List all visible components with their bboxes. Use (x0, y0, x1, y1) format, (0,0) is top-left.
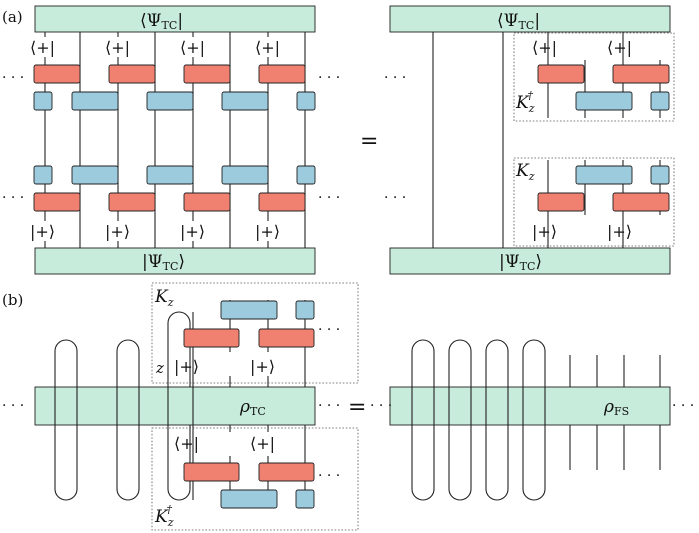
ket-plus-labels: |+⟩ |+⟩ |+⟩ |+⟩ (30, 222, 280, 241)
ellipsis-right-panel-bottom: · · · (384, 190, 406, 206)
ellipsis-b-right-right: · · · (672, 398, 694, 414)
upper-red-gates (33, 64, 306, 84)
ellipsis-right-panel-top: · · · (384, 70, 406, 86)
kz-dagger-box-b (151, 427, 359, 531)
bra-plus-right-1: ⟨+| (532, 38, 557, 57)
top-psi-band (34, 5, 316, 33)
bottom-psi-label: |ΨTC⟩ (142, 252, 185, 273)
bottom-psi-band (34, 247, 316, 275)
kz-label: Kz (515, 161, 535, 183)
upper-blue-gates (33, 91, 316, 111)
panel-b-label: (b) (2, 291, 23, 309)
ellipsis-b-lower: · · · (318, 468, 340, 484)
ellipsis-b-mid: · · · (318, 398, 340, 414)
kz-dagger-label: Kz† (515, 89, 535, 115)
svg-text:|+⟩: |+⟩ (30, 222, 55, 241)
top-psi-band-right (389, 5, 671, 33)
ellipsis-b-right-left: · · · (370, 398, 392, 414)
kz-dagger-label-b: Kz† (154, 503, 174, 529)
bra-plus-right-2: ⟨+| (607, 38, 632, 57)
z-label: z (155, 359, 164, 377)
bra-plus-b-2: ⟨+| (250, 434, 275, 453)
rho-fs-label: ρFS (603, 397, 629, 418)
ellipsis-right-bottom: · · · (318, 190, 340, 206)
equals-sign-a: = (360, 129, 378, 154)
ket-plus-right-2: |+⟩ (607, 222, 632, 241)
bra-plus-labels: ⟨+| ⟨+| ⟨+| ⟨+| (30, 38, 280, 57)
svg-text:⟨+|: ⟨+| (30, 38, 55, 57)
panel-b-left: (b) (2, 282, 359, 531)
svg-text:⟨+|: ⟨+| (105, 38, 130, 57)
svg-text:|+⟩: |+⟩ (105, 222, 130, 241)
ket-plus-b-2: |+⟩ (250, 357, 275, 376)
ket-plus-b-1: |+⟩ (174, 357, 199, 376)
ellipsis-left-top: · · · (2, 70, 24, 86)
svg-text:⟨+|: ⟨+| (255, 38, 280, 57)
bra-plus-b-1: ⟨+| (174, 434, 199, 453)
panel-b-right: ρFS · · · · · · (370, 339, 694, 501)
rho-fs-band (389, 386, 671, 426)
left-wires (44, 30, 306, 250)
panel-a-right: ⟨ΨTC| |ΨTC⟩ ⟨+| ⟨+| |+⟩ |+⟩ Kz† Kz · · ·… (384, 5, 675, 275)
rho-tc-band (34, 386, 316, 426)
svg-text:|+⟩: |+⟩ (180, 222, 205, 241)
ellipsis-b-upper: · · · (318, 322, 340, 338)
panel-a-label: (a) (2, 8, 23, 26)
ket-plus-right-1: |+⟩ (532, 222, 557, 241)
svg-text:|+⟩: |+⟩ (255, 222, 280, 241)
top-psi-label-right: ⟨ΨTC| (497, 11, 540, 32)
kz-label-b: Kz (154, 287, 174, 309)
equals-sign-b: = (348, 395, 366, 420)
lower-red-gates (33, 192, 306, 212)
ellipsis-left-bottom: · · · (2, 190, 24, 206)
kz-box-b (151, 282, 359, 384)
panel-a-left: (a) ⟨ΨTC| |ΨTC⟩ ⟨+| ⟨+| ⟨+| ⟨+| |+⟩ |+⟩ … (2, 5, 340, 275)
ellipsis-right-top: · · · (318, 70, 340, 86)
rho-tc-label: ρTC (239, 397, 266, 418)
kz-box (513, 157, 675, 247)
ellipsis-b-left: · · · (2, 398, 24, 414)
bottom-psi-band-right (389, 247, 671, 275)
lower-blue-gates (33, 165, 316, 185)
bottom-psi-label-right: |ΨTC⟩ (499, 252, 542, 273)
right-gates (537, 64, 670, 212)
top-psi-label: ⟨ΨTC| (140, 11, 183, 32)
svg-text:⟨+|: ⟨+| (180, 38, 205, 57)
kz-dagger-box (513, 32, 675, 122)
